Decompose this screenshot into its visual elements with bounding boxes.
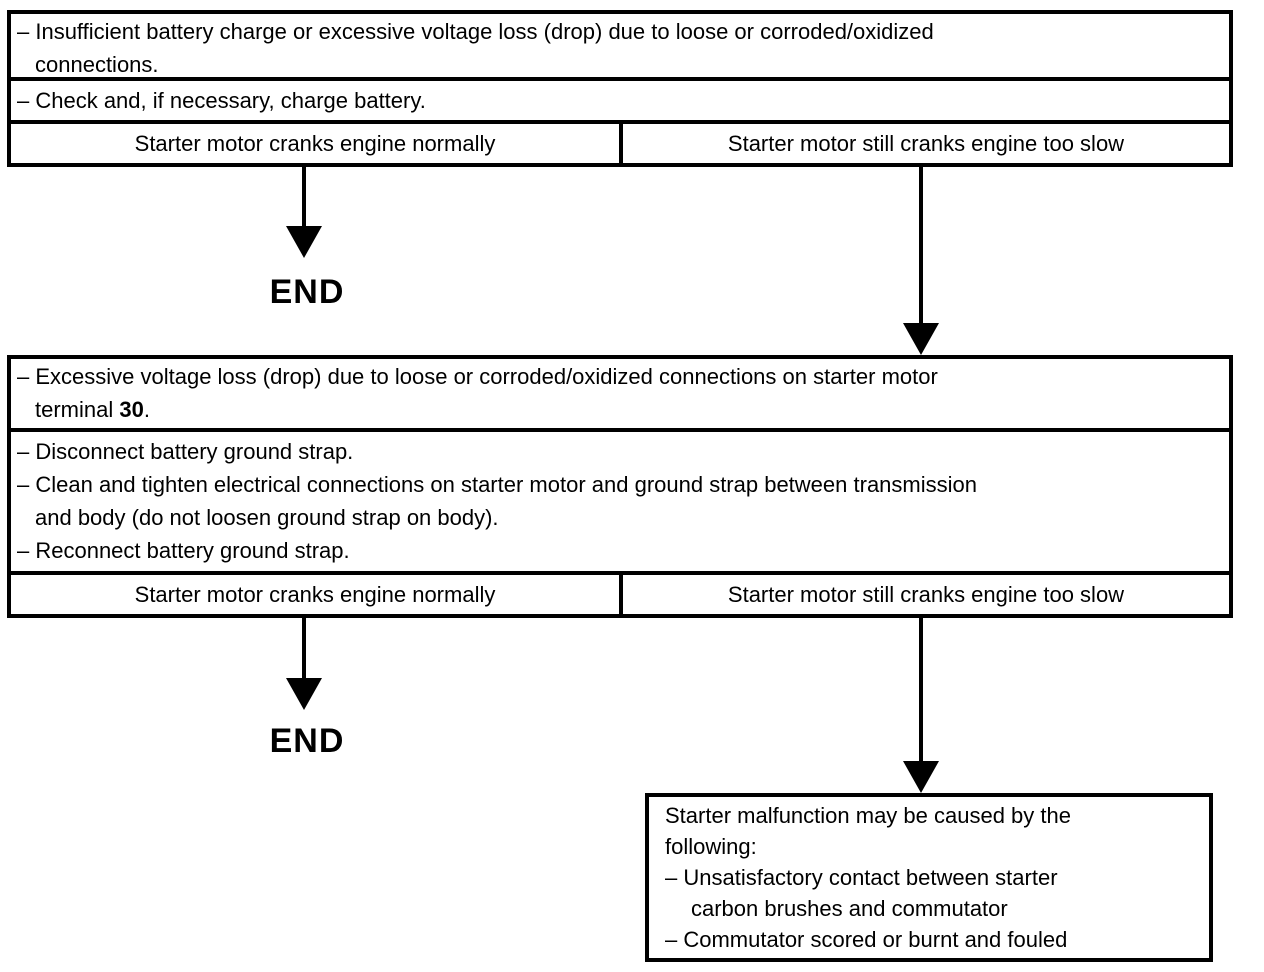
outcome-cell-cranks-normally: Starter motor cranks engine normally <box>11 575 623 614</box>
step-box-battery-check: – Insufficient battery charge or excessi… <box>7 10 1233 167</box>
step-box-starter-connections: – Excessive voltage loss (drop) due to l… <box>7 355 1233 618</box>
action-line: – Reconnect battery ground strap. <box>17 538 350 563</box>
action-line: – Clean and tighten electrical connectio… <box>17 472 977 497</box>
outcome-cell-cranks-normally: Starter motor cranks engine normally <box>11 124 623 163</box>
malfunction-line: following: <box>665 834 757 859</box>
action-line: – Check and, if necessary, charge batter… <box>17 88 426 113</box>
result-box-starter-malfunction: Starter malfunction may be caused by the… <box>645 793 1213 962</box>
terminal-number: 30 <box>119 397 144 422</box>
condition-line: – Insufficient battery charge or excessi… <box>17 19 934 44</box>
flow-arrow-stem <box>302 166 306 228</box>
flow-arrow-head-icon <box>286 678 322 710</box>
malfunction-line: Starter malfunction may be caused by the <box>665 803 1071 828</box>
outcome-row: Starter motor cranks engine normally Sta… <box>11 575 1229 614</box>
action-text-clean-connections: – Disconnect battery ground strap. – Cle… <box>11 432 1229 575</box>
malfunction-cause: – Commutator scored or burnt and fouled <box>665 927 1068 952</box>
outcome-row: Starter motor cranks engine normally Sta… <box>11 124 1229 163</box>
malfunction-cause: – Unsatisfactory contact between starter <box>665 865 1058 890</box>
terminal-text: terminal <box>35 397 120 422</box>
flow-arrow-head-icon <box>903 761 939 793</box>
condition-text-voltage-loss: – Excessive voltage loss (drop) due to l… <box>11 359 1229 432</box>
malfunction-cause-continuation: carbon brushes and commutator <box>691 896 1008 921</box>
flow-arrow-head-icon <box>903 323 939 355</box>
flow-arrow-stem <box>302 618 306 680</box>
action-text-charge-battery: – Check and, if necessary, charge batter… <box>11 81 1229 124</box>
flow-arrow-head-icon <box>286 226 322 258</box>
condition-text-battery: – Insufficient battery charge or excessi… <box>11 14 1229 81</box>
action-line-continuation: and body (do not loosen ground strap on … <box>35 505 499 530</box>
action-line: – Disconnect battery ground strap. <box>17 439 354 464</box>
end-label-1: END <box>269 273 345 311</box>
outcome-cell-cranks-too-slow: Starter motor still cranks engine too sl… <box>727 582 1125 607</box>
condition-line-continuation: terminal 30. <box>11 393 1229 426</box>
outcome-cell-cranks-too-slow: Starter motor still cranks engine too sl… <box>727 131 1125 156</box>
condition-line: – Excessive voltage loss (drop) due to l… <box>17 364 938 389</box>
terminal-period: . <box>143 397 150 422</box>
flow-arrow-stem <box>919 166 923 325</box>
condition-line-continuation: connections. <box>35 52 159 77</box>
flow-arrow-stem <box>919 618 923 763</box>
end-label-2: END <box>269 722 345 760</box>
